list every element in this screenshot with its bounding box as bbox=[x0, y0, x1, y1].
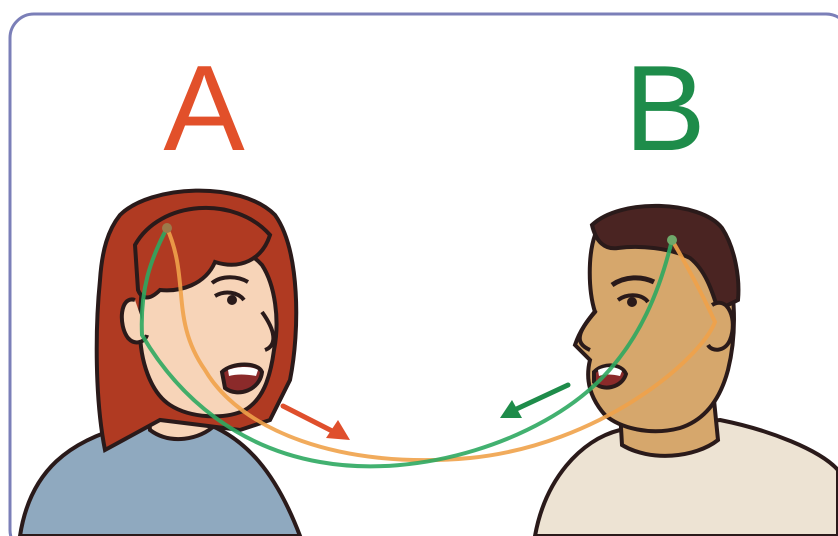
brain-node-a bbox=[162, 223, 172, 233]
person-a-pupil bbox=[227, 295, 237, 305]
person-b-pupil bbox=[627, 297, 637, 307]
speaker-a-label: A bbox=[163, 40, 245, 176]
brain-node-b bbox=[667, 235, 677, 245]
speaker-b-label: B bbox=[624, 40, 705, 176]
